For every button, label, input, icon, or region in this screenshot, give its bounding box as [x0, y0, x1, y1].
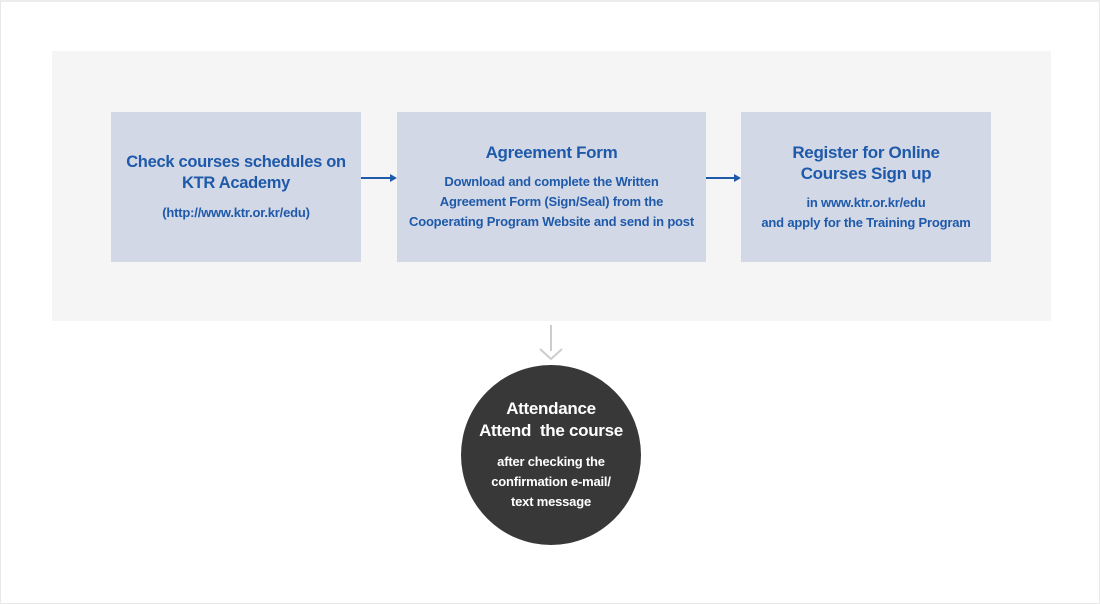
attendance-circle: Attendance Attend the course after check…: [461, 365, 641, 545]
circle-body-line: text message: [511, 494, 591, 509]
step-body-line: Agreement Form (Sign/Seal) from the: [439, 194, 664, 209]
step-register-online: Register for Online Courses Sign up in w…: [741, 112, 991, 262]
step-body: in www.ktr.or.kr/edu and apply for the T…: [761, 193, 970, 233]
step-title: Register for Online Courses Sign up: [792, 142, 940, 184]
circle-title-line: Attendance: [506, 399, 596, 418]
circle-title: Attendance Attend the course: [479, 398, 623, 442]
step-body-line: Cooperating Program Website and send in …: [409, 214, 694, 229]
arrow-right-icon: [706, 174, 741, 182]
step-title-line: Agreement Form: [485, 143, 618, 162]
step-check-schedules: Check courses schedules on KTR Academy (…: [111, 112, 361, 262]
step-body-line: and apply for the Training Program: [761, 214, 971, 230]
step-body-line: Download and complete the Written: [444, 174, 659, 189]
step-title-line: Check courses schedules on: [126, 152, 346, 171]
circle-body: after checking the confirmation e-mail/ …: [491, 452, 611, 512]
step-title-line: Register for Online: [792, 142, 940, 162]
step-body-line: in www.ktr.or.kr/edu: [806, 194, 926, 210]
step-body: (http://www.ktr.or.kr/edu): [162, 203, 310, 223]
circle-body-line: after checking the: [497, 454, 605, 469]
circle-body-line: confirmation e-mail/: [491, 474, 611, 489]
arrow-down-icon: [536, 325, 566, 361]
circle-title-line: Attend the course: [479, 421, 623, 440]
step-body: Download and complete the Written Agreem…: [409, 172, 694, 232]
arrow-right-icon: [361, 174, 397, 182]
step-agreement-form: Agreement Form Download and complete the…: [397, 112, 706, 262]
step-title: Check courses schedules on KTR Academy: [126, 152, 346, 194]
step-title-line: Courses Sign up: [800, 163, 932, 183]
step-url-text: (http://www.ktr.or.kr/edu): [162, 204, 310, 220]
step-title: Agreement Form: [486, 142, 618, 163]
step-title-line: KTR Academy: [182, 173, 290, 192]
